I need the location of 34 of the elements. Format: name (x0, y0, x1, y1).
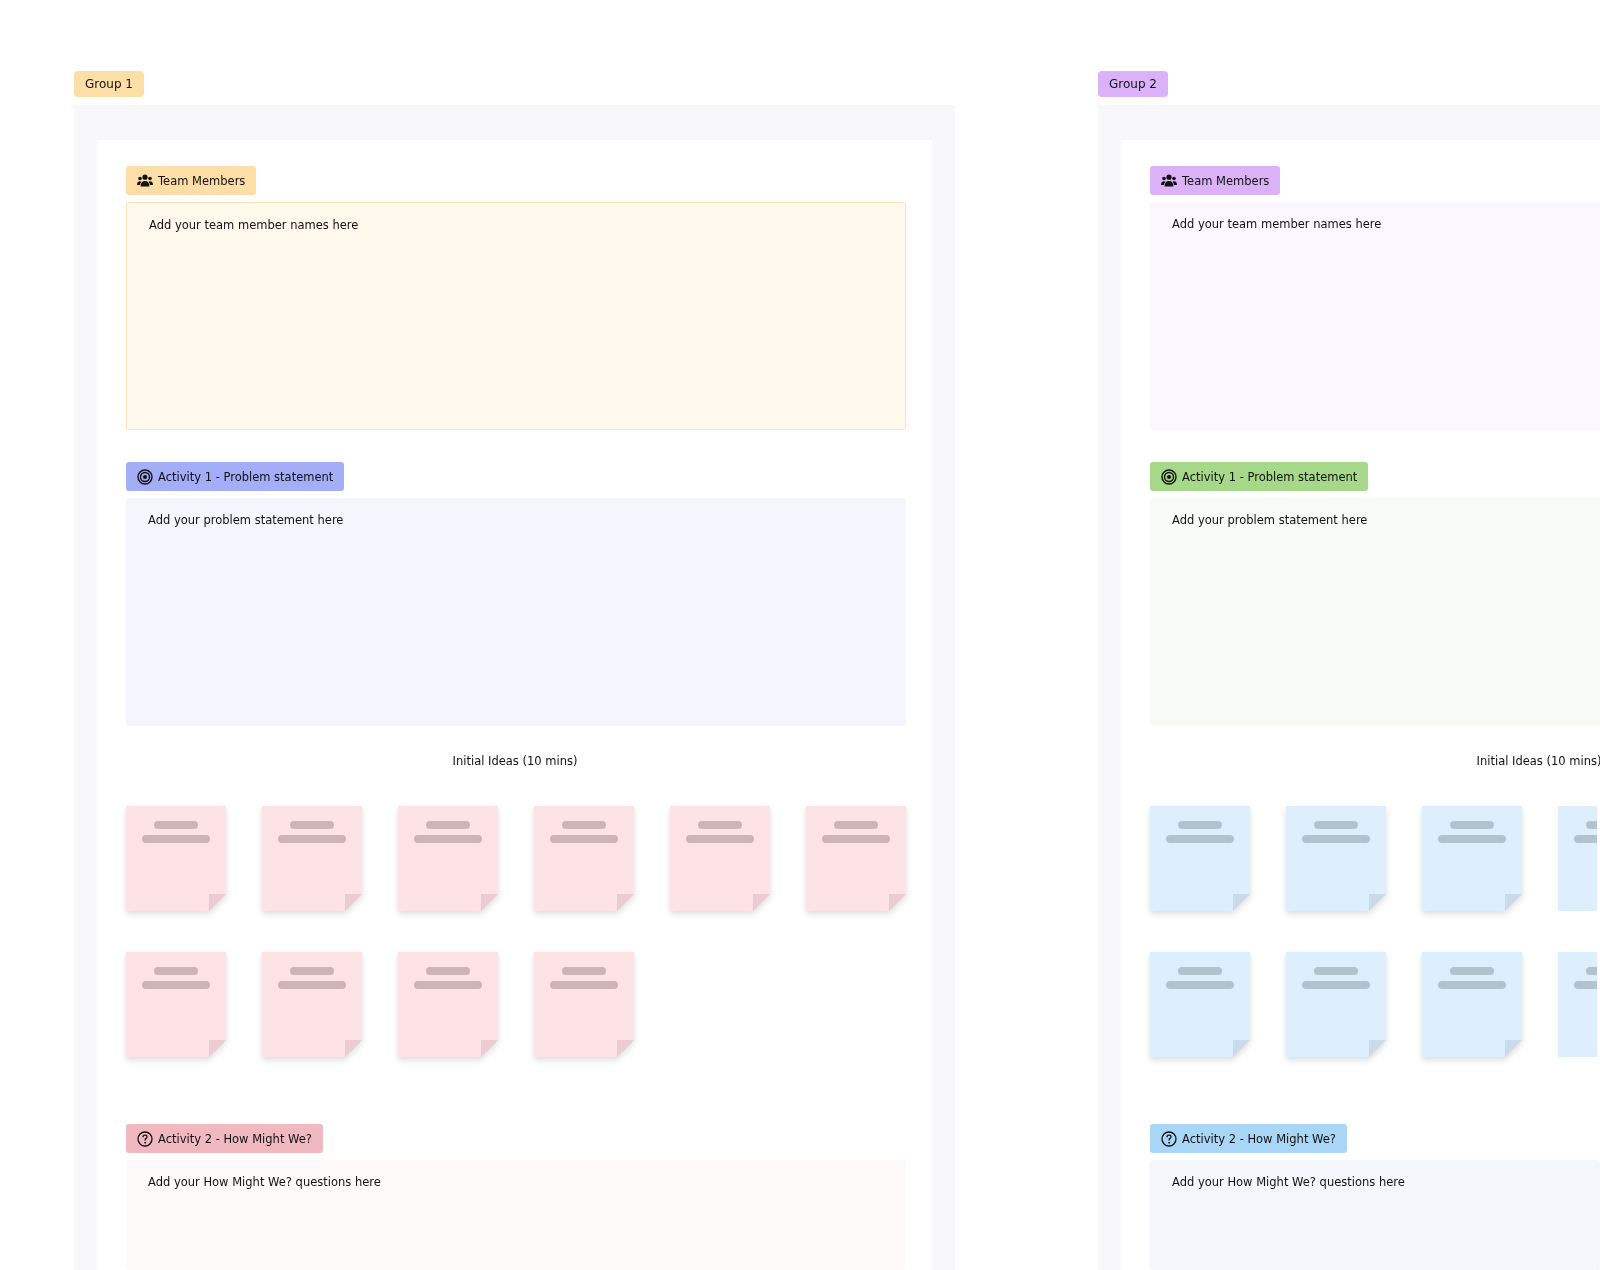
sticky-note (1558, 952, 1597, 1057)
sticky-note (126, 806, 226, 911)
sticky-note (534, 952, 634, 1057)
placeholder-text: Add your team member names here (149, 218, 359, 232)
sticky-note (398, 806, 498, 911)
section-title: Activity 2 - How Might We? (1182, 1131, 1336, 1146)
sticky-note (398, 952, 498, 1057)
sticky-note (1422, 806, 1522, 911)
group-label: Group 1 (74, 71, 144, 97)
sticky-note (806, 806, 906, 911)
placeholder-text: Add your How Might We? questions here (1172, 1175, 1405, 1189)
sticky-note (1150, 806, 1250, 911)
sticky-note (1558, 806, 1597, 911)
placeholder-text: Add your How Might We? questions here (148, 1175, 381, 1189)
sticky-note (670, 806, 770, 911)
section-title: Activity 1 - Problem statement (158, 469, 334, 484)
placeholder-text: Add your team member names here (1172, 217, 1382, 231)
sticky-note (1286, 952, 1386, 1057)
section-title: Team Members (158, 173, 246, 188)
sticky-note (126, 952, 226, 1057)
section-heading: Initial Ideas (10 mins) (452, 754, 578, 768)
sticky-note (262, 952, 362, 1057)
placeholder-text: Add your problem statement here (1172, 513, 1368, 527)
section-title: Activity 2 - How Might We? (158, 1131, 312, 1146)
section-title: Team Members (1182, 173, 1270, 188)
placeholder-text: Add your problem statement here (148, 513, 344, 527)
group-label: Group 2 (1098, 71, 1168, 97)
sticky-note (262, 806, 362, 911)
sticky-note (534, 806, 634, 911)
section-heading: Initial Ideas (10 mins) (1476, 754, 1600, 768)
section-title: Activity 1 - Problem statement (1182, 469, 1358, 484)
sticky-note (1286, 806, 1386, 911)
sticky-note (1150, 952, 1250, 1057)
sticky-note (1422, 952, 1522, 1057)
